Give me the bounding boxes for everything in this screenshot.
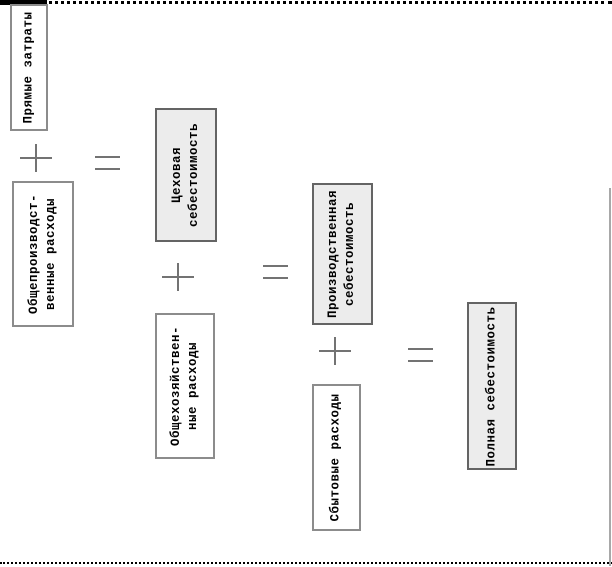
equals-icon: [95, 156, 120, 170]
box-direct-costs: Прямые затраты: [10, 4, 48, 131]
top-dotted-boundary: [0, 1, 612, 4]
box-selling-expenses-label: Сбытовые расходы: [329, 393, 343, 522]
box-overhead-production-label-line2: венные расходы: [44, 197, 58, 311]
box-overhead-production: Общепроизводст- венные расходы: [12, 181, 74, 327]
box-shop-cost: Цеховая себестоимость: [155, 108, 217, 242]
equals-icon: [408, 348, 433, 362]
box-overhead-production-label-line1: Общепроизводст-: [27, 193, 41, 315]
equals-icon: [263, 265, 288, 279]
box-direct-costs-label: Прямые затраты: [21, 11, 36, 124]
plus-icon: [319, 337, 351, 365]
top-solid-edge: [0, 0, 47, 5]
box-general-business-label-line2: ные расходы: [186, 342, 200, 431]
right-gridline: [609, 188, 611, 566]
box-shop-cost-label-line2: себестоимость: [187, 122, 201, 228]
box-selling-expenses: Сбытовые расходы: [312, 384, 361, 531]
box-full-cost: Полная себестоимость: [467, 302, 517, 470]
box-general-business-label-line1: Общехозяйствен-: [169, 325, 183, 447]
box-production-cost-label-line2: себестоимость: [343, 201, 358, 307]
plus-icon: [20, 144, 52, 172]
bottom-dotted-boundary: [0, 562, 612, 564]
box-full-cost-label: Полная себестоимость: [484, 305, 499, 467]
plus-icon: [162, 263, 194, 291]
box-production-cost-label-line1: Производственная: [326, 189, 341, 319]
box-general-business: Общехозяйствен- ные расходы: [155, 313, 215, 459]
box-production-cost: Производственная себестоимость: [312, 183, 373, 325]
box-shop-cost-label-line1: Цеховая: [170, 147, 184, 204]
